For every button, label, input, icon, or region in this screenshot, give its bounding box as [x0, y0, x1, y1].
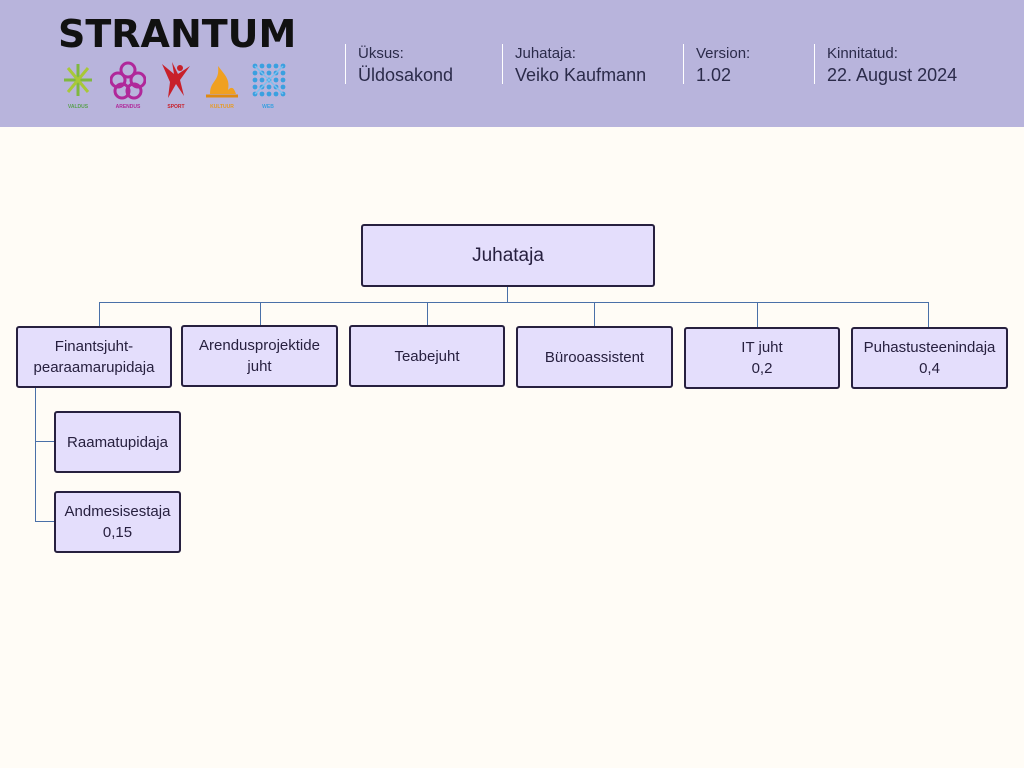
logo-web: WEB — [248, 60, 288, 112]
node-label: Puhastusteenindaja — [863, 339, 996, 356]
brand-title: STRANTUM — [58, 12, 297, 56]
meta-value: 22. August 2024 — [827, 65, 958, 85]
sport-logo-icon — [162, 62, 190, 98]
connector-dept-6 — [928, 302, 929, 328]
node-fte: 0,15 — [102, 524, 133, 541]
connector-dept-1 — [99, 302, 100, 327]
logo-caption: SPORT — [167, 104, 185, 110]
connector-dept-4 — [594, 302, 595, 327]
org-node-records: Teabejuht — [349, 325, 505, 387]
meta-value: 1.02 — [696, 65, 732, 85]
node-label: Finantsjuht-pearaamarupidaja — [33, 338, 155, 376]
org-node-data-entry: Andmesisestaja 0,15 — [54, 491, 181, 553]
connector-root-down — [507, 286, 508, 302]
org-node-finance: Finantsjuht-pearaamarupidaja — [16, 326, 172, 388]
brand-logos: VALDUS ARENDUS SPORT — [58, 60, 288, 116]
org-node-root: Juhataja — [361, 224, 655, 287]
connector-sub-1 — [35, 441, 55, 442]
node-label: Arendusprojektide juht — [199, 337, 320, 375]
org-node-development: Arendusprojektide juht — [181, 325, 338, 387]
logo-valdus: VALDUS — [58, 60, 98, 112]
page-header: STRANTUM VALDUS ARENDUS — [0, 0, 1024, 127]
node-label: IT juht — [741, 339, 783, 356]
logo-caption: WEB — [262, 104, 274, 110]
logo-caption: ARENDUS — [115, 104, 141, 110]
node-label: Bürooassistent — [544, 348, 645, 366]
meta-label: Üksus: — [358, 45, 404, 62]
connector-sub-2 — [35, 521, 55, 522]
node-fte: 0,4 — [919, 360, 940, 377]
logo-kultuur: KULTUUR — [202, 60, 242, 112]
connector-dept-3 — [427, 302, 428, 326]
kultuur-logo-icon — [206, 66, 238, 98]
meta-manager: Juhataja: Veiko Kaufmann — [502, 44, 647, 85]
meta-label: Kinnitatud: — [827, 45, 898, 62]
logo-arendus: ARENDUS — [108, 60, 148, 112]
org-node-it: IT juht 0,2 — [684, 327, 840, 389]
logo-caption: KULTUUR — [210, 104, 234, 110]
logo-sport: SPORT — [156, 60, 196, 112]
org-node-office: Bürooassistent — [516, 326, 673, 388]
connector-horizontal — [99, 302, 929, 303]
meta-version: Version: 1.02 — [683, 44, 751, 85]
meta-label: Juhataja: — [515, 45, 576, 62]
connector-dept-2 — [260, 302, 261, 326]
node-label: Teabejuht — [394, 347, 460, 365]
node-fte: 0,2 — [751, 360, 773, 377]
meta-unit: Üksus: Üldosakond — [345, 44, 454, 85]
org-node-accountant: Raamatupidaja — [54, 411, 181, 473]
web-logo-icon — [252, 63, 286, 97]
valdus-logo-icon — [64, 64, 92, 96]
connector-sub-vertical — [35, 388, 36, 521]
meta-value: Üldosakond — [358, 65, 454, 85]
node-label: Raamatupidaja — [67, 433, 168, 451]
org-node-cleaning: Puhastusteenindaja 0,4 — [851, 327, 1008, 389]
meta-label: Version: — [696, 45, 751, 62]
logo-caption: VALDUS — [67, 104, 89, 110]
node-label: Andmesisestaja — [64, 503, 171, 520]
node-label: Juhataja — [472, 245, 544, 266]
arendus-logo-icon — [110, 61, 146, 100]
meta-approved: Kinnitatud: 22. August 2024 — [814, 44, 958, 85]
connector-dept-5 — [757, 302, 758, 328]
meta-value: Veiko Kaufmann — [515, 65, 647, 85]
